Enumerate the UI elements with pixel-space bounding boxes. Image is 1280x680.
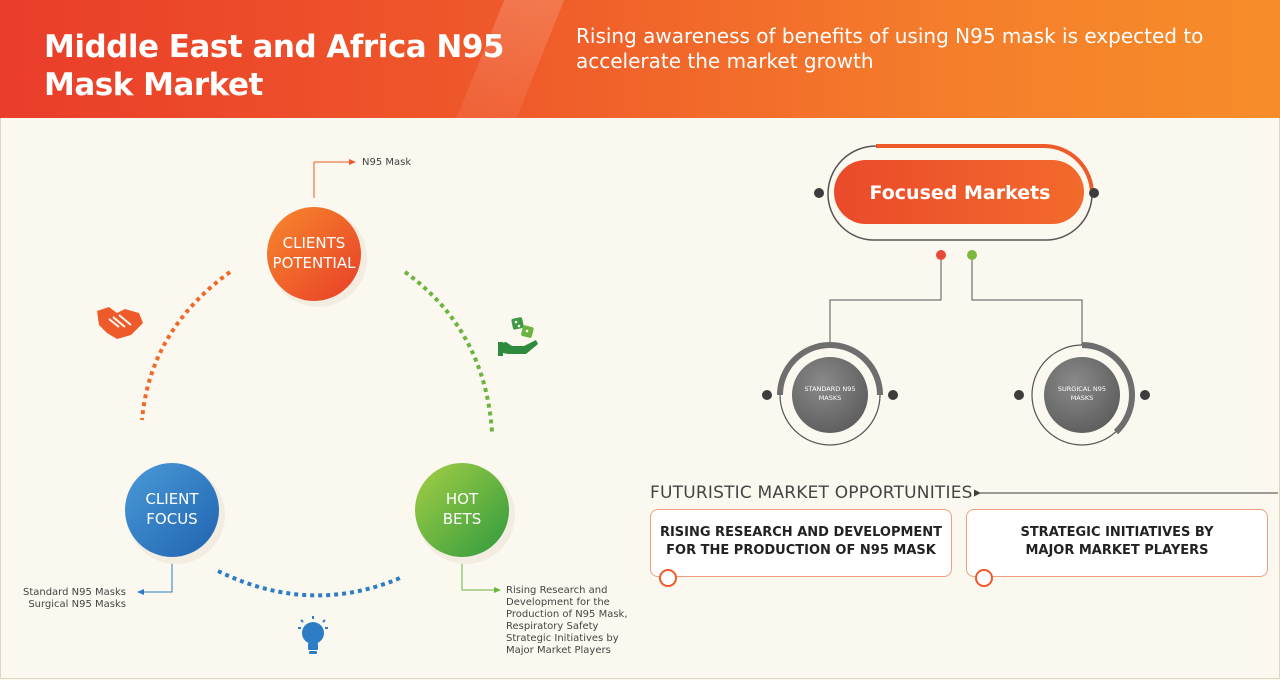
opportunity-strategic-line2: MAJOR MARKET PLAYERS	[1025, 543, 1209, 558]
opportunity-strategic-text: STRATEGIC INITIATIVES BY MAJOR MARKET PL…	[973, 524, 1261, 560]
clients-potential-note: N95 Mask	[362, 157, 412, 168]
segment-standard-line2: MASKS	[818, 394, 842, 402]
page-subtitle: Rising awareness of benefits of using N9…	[576, 24, 1204, 73]
hot-bets-label: HOT BETS	[412, 489, 512, 529]
segment-standard-line1: STANDARD N95	[804, 385, 856, 393]
opportunity-research-line1: RISING RESEARCH AND DEVELOPMENT	[659, 525, 943, 540]
opportunity-box-strategic: STRATEGIC INITIATIVES BY MAJOR MARKET PL…	[966, 509, 1268, 577]
hot-bets-note: Rising Research and Development for the …	[506, 585, 656, 657]
hot-bets-note-line: Development for the	[506, 597, 610, 608]
focused-markets-title: Focused Markets	[869, 182, 1051, 204]
header-banner: Middle East and Africa N95 Mask Market R…	[0, 0, 1280, 118]
client-focus-label: CLIENT FOCUS	[122, 489, 222, 529]
hot-bets-note-line: Major Market Players	[506, 645, 611, 656]
focused-markets-pill	[834, 160, 1084, 224]
connector-clients-potential	[313, 159, 356, 198]
hot-bets-circle	[415, 463, 509, 557]
connector-dot-green	[967, 250, 977, 260]
client-focus-note-line1: Standard N95 Masks	[22, 587, 126, 598]
client-focus-label-line1: CLIENT	[145, 490, 199, 508]
client-focus-note-line2: Surgical N95 Masks	[28, 599, 126, 610]
hot-bets-note-line: Respiratory Safety	[506, 621, 599, 632]
opportunity-strategic-line1: STRATEGIC INITIATIVES BY	[1020, 525, 1214, 540]
hot-bets-note-line: Strategic Initiatives by	[506, 633, 619, 644]
hot-bets-note-line: Rising Research and	[506, 585, 608, 596]
segment-standard-label: STANDARD N95 MASKS	[795, 385, 865, 403]
handshake-icon	[97, 307, 143, 339]
segment-surgical-label: SURGICAL N95 MASKS	[1047, 385, 1117, 403]
arc-bottom-blue	[217, 569, 401, 598]
clients-potential-label-line2: POTENTIAL	[272, 254, 356, 272]
hot-bets-note-line: Production of N95 Mask,	[506, 609, 628, 620]
focused-markets-outer-ring	[876, 144, 1094, 195]
opportunity-research-text: RISING RESEARCH AND DEVELOPMENT FOR THE …	[657, 524, 945, 560]
page-title: Middle East and Africa N95 Mask Market	[44, 29, 505, 103]
futuristic-title: FUTURISTIC MARKET OPPORTUNITIES	[650, 483, 973, 503]
arc-left-orange	[140, 270, 232, 421]
segment-standard-n95	[762, 342, 898, 446]
clients-potential-label: CLIENTS POTENTIAL	[264, 233, 364, 273]
arc-right-green	[403, 270, 494, 433]
lightbulb-icon	[298, 616, 328, 654]
segment-surgical-n95	[1014, 342, 1150, 446]
hot-bets-label-line2: BETS	[442, 510, 482, 528]
dice-hand-icon	[498, 317, 538, 356]
client-focus-note: Standard N95 Masks Surgical N95 Masks	[14, 587, 126, 611]
segment-surgical-line2: MASKS	[1070, 394, 1094, 402]
clients-potential-circle	[267, 207, 361, 301]
clients-potential-label-line1: CLIENTS	[282, 234, 346, 252]
client-focus-label-line2: FOCUS	[146, 510, 198, 528]
opportunity-research-line2: FOR THE PRODUCTION OF N95 MASK	[666, 543, 936, 558]
hot-bets-label-line1: HOT	[445, 490, 479, 508]
opportunity-box-research: RISING RESEARCH AND DEVELOPMENT FOR THE …	[650, 509, 952, 577]
segment-surgical-line1: SURGICAL N95	[1057, 385, 1107, 393]
client-focus-circle	[125, 463, 219, 557]
connector-dot-red	[936, 250, 946, 260]
